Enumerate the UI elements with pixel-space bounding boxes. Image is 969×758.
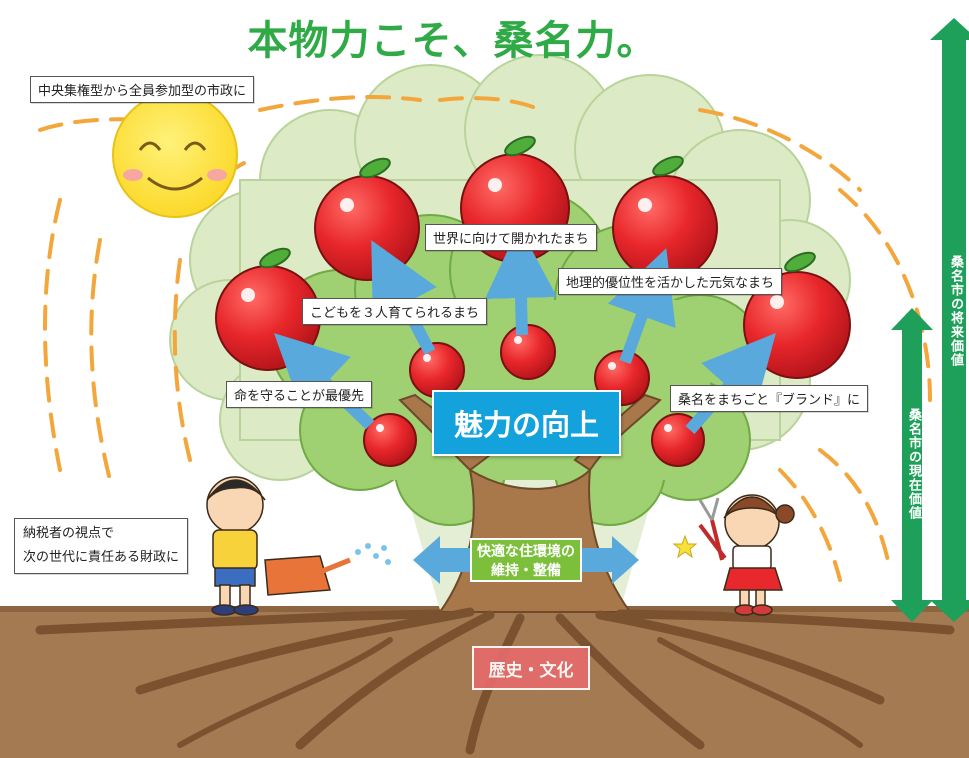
- label-geography: 地理的優位性を活かした元気なまち: [558, 268, 783, 295]
- roots: [35, 607, 955, 755]
- apple-small-2: [409, 342, 465, 398]
- attraction-box: 魅力の向上: [432, 390, 621, 456]
- label-three-children: こどもを３人育てられるまち: [302, 298, 488, 325]
- label-centralization: 中央集権型から全員参加型の市政に: [30, 76, 255, 103]
- current-value-label: 桑名市の現在価値: [906, 408, 921, 520]
- environment-box: 快適な住環境の 維持・整備: [470, 538, 582, 582]
- environment-line1: 快適な住環境の: [477, 544, 575, 560]
- label-protect-life: 命を守ることが最優先: [226, 381, 373, 408]
- water-drops: [355, 543, 391, 565]
- label-taxpayer-line1: 納税者の視点で: [23, 526, 115, 541]
- sun-face: [112, 92, 238, 218]
- apple-small-3: [500, 324, 556, 380]
- label-taxpayer-line2: 次の世代に責任ある財政に: [23, 550, 180, 565]
- boy-watering: [206, 476, 351, 616]
- environment-line2: 維持・整備: [491, 563, 561, 579]
- future-value-label: 桑名市の将来価値: [948, 255, 963, 367]
- girl-pruning: [698, 494, 795, 616]
- page-title: 本物力こそ、桑名力。: [247, 18, 658, 64]
- history-culture-box: 歴史・文化: [472, 646, 590, 690]
- environment-arrows: [413, 536, 639, 584]
- value-arrows: [891, 18, 969, 622]
- sparkle-star: [672, 534, 698, 559]
- label-open-world: 世界に向けて開かれたまち: [425, 224, 597, 251]
- label-taxpayer: 納税者の視点で 次の世代に責任ある財政に: [14, 518, 189, 574]
- label-brand: 桑名をまちごと『ブランド』に: [670, 385, 869, 412]
